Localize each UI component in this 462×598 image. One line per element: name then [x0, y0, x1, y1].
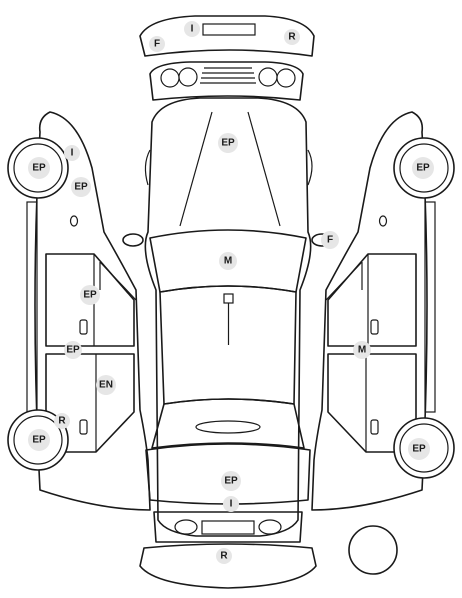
left-side-panel[interactable]	[26, 111, 151, 511]
damage-marker-left-front-fender-intact[interactable]: I	[64, 145, 80, 161]
damage-marker-right-mirror[interactable]: F	[321, 231, 339, 249]
left-front-door[interactable]	[45, 253, 135, 347]
marker-label: I	[71, 148, 74, 159]
damage-marker-left-rear-quarter[interactable]: R	[54, 413, 70, 429]
rear-bumper[interactable]	[139, 543, 317, 589]
front-grille[interactable]	[149, 61, 304, 101]
marker-label: I	[230, 499, 233, 510]
marker-label: M	[224, 256, 232, 267]
rear-panel[interactable]	[153, 511, 303, 543]
marker-label: EP	[74, 182, 88, 193]
front-bumper[interactable]	[139, 15, 315, 57]
marker-label: EP	[66, 345, 80, 356]
damage-marker-rear-panel[interactable]: I	[223, 496, 239, 512]
right-front-door[interactable]	[327, 253, 417, 347]
marker-label: R	[288, 32, 296, 43]
damage-marker-left-rear-wheel[interactable]: EP	[28, 429, 50, 451]
damage-marker-left-front-door[interactable]: EP	[80, 285, 100, 305]
damage-marker-roof[interactable]: M	[219, 252, 237, 270]
damage-marker-left-front-fender[interactable]: EP	[71, 177, 91, 197]
marker-label: EP	[412, 444, 426, 455]
damage-marker-right-front-wheel[interactable]: EP	[412, 157, 434, 179]
rear-window[interactable]	[151, 398, 305, 449]
damage-marker-front-bumper-right[interactable]: R	[284, 29, 300, 45]
damage-marker-right-rear-wheel[interactable]: EP	[408, 438, 430, 460]
marker-label: M	[358, 345, 366, 356]
marker-label: I	[191, 24, 194, 35]
trunk[interactable]	[145, 443, 311, 505]
rear-wiper-area	[195, 420, 261, 434]
damage-marker-trunk[interactable]: EP	[221, 471, 241, 491]
damage-marker-left-front-wheel[interactable]: EP	[28, 157, 50, 179]
damage-marker-hood[interactable]: EP	[218, 133, 238, 153]
marker-label: F	[154, 39, 160, 50]
left-mirror[interactable]	[122, 233, 144, 247]
damage-marker-left-rear-door[interactable]: EN	[96, 375, 116, 395]
spare-wheel-marker[interactable]	[348, 525, 398, 575]
antenna	[223, 293, 234, 345]
damage-marker-rear-bumper[interactable]: R	[216, 548, 232, 564]
damage-marker-front-bumper-intact[interactable]: I	[184, 21, 200, 37]
marker-label: EN	[99, 380, 113, 391]
marker-label: EP	[224, 476, 238, 487]
marker-label: R	[58, 416, 66, 427]
damage-marker-front-bumper-left[interactable]: F	[149, 36, 165, 52]
marker-label: R	[220, 551, 228, 562]
car-body-top[interactable]	[144, 97, 313, 537]
marker-label: EP	[32, 163, 46, 174]
marker-label: EP	[221, 138, 235, 149]
damage-marker-left-sill[interactable]: EP	[64, 341, 82, 359]
marker-label: EP	[32, 435, 46, 446]
marker-label: F	[327, 235, 333, 246]
marker-label: EP	[83, 290, 97, 301]
marker-label: EP	[416, 163, 430, 174]
damage-marker-right-sill[interactable]: M	[353, 341, 371, 359]
